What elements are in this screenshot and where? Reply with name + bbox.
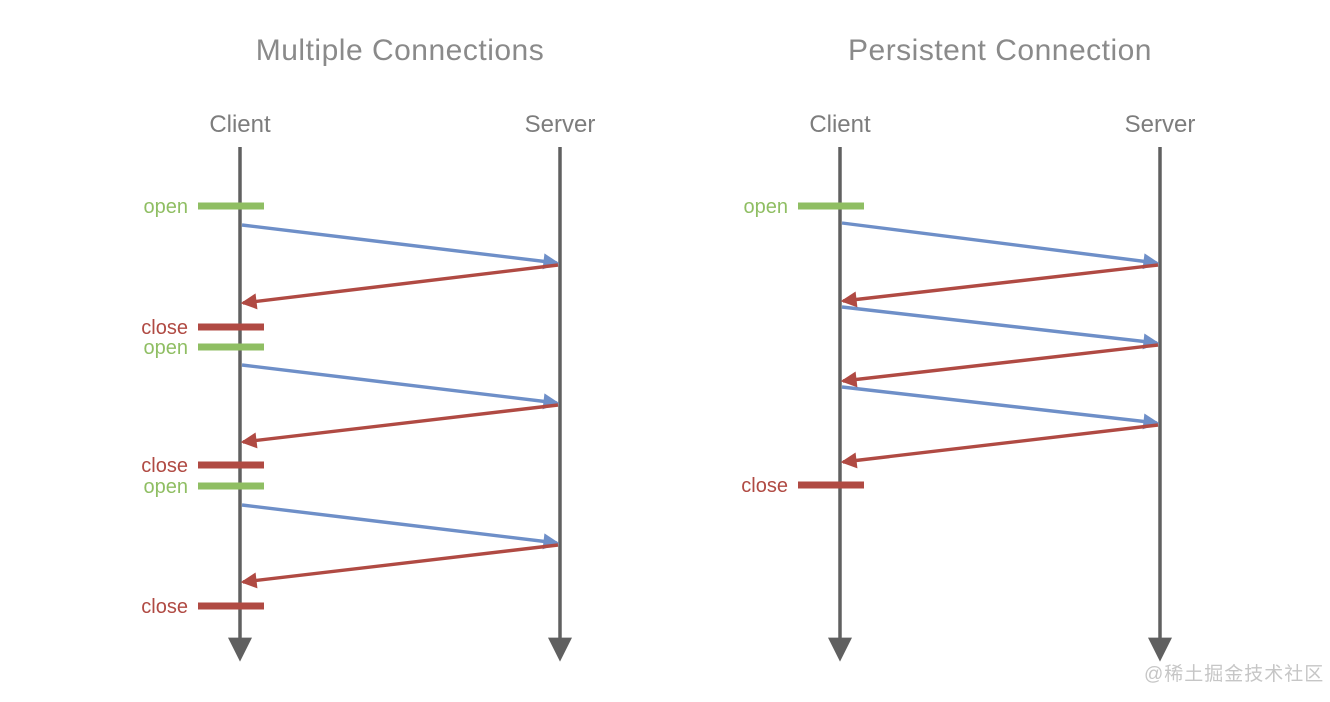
multiple-connections-open-label-2: open [144,337,189,359]
multiple-connections-request-arrow-1 [241,223,560,270]
persistent-connection-request-arrow-2 [841,305,1160,350]
multiple-connections-response-arrow-3 [240,543,559,589]
multiple-connections-open-label-1: open [144,196,189,218]
persistent-connection-response-arrow-3 [840,423,1159,469]
persistent-connection-open-label-1: open [744,196,789,218]
multiple-connections-open-label-3: open [144,476,189,498]
multiple-connections-close-label-3: close [141,596,188,618]
persistent-connection-request-arrow-3 [841,385,1160,430]
multiple-connections-response-arrow-2 [240,403,559,449]
diagram-title-persistent-connection: Persistent Connection [848,34,1152,67]
watermark: @稀土掘金技术社区 [1144,664,1325,685]
multiple-connections-client-label: Client [209,111,271,138]
multiple-connections-request-arrow-2 [241,363,560,410]
persistent-connection-server-label: Server [1124,111,1196,138]
multiple-connections-request-arrow-3 [241,503,560,550]
persistent-connection-close-label-1: close [741,475,788,497]
diagram-title-multiple-connections: Multiple Connections [255,34,545,67]
persistent-connection-response-arrow-2 [840,343,1159,388]
persistent-connection-response-arrow-1 [840,263,1159,308]
multiple-connections-server-label: Server [524,111,596,138]
persistent-connection-client-label: Client [809,111,871,138]
persistent-connection-request-arrow-1 [841,221,1160,270]
multiple-connections-response-arrow-1 [240,263,559,310]
multiple-connections-close-label-1: close [141,317,188,339]
multiple-connections-close-label-2: close [141,455,188,477]
